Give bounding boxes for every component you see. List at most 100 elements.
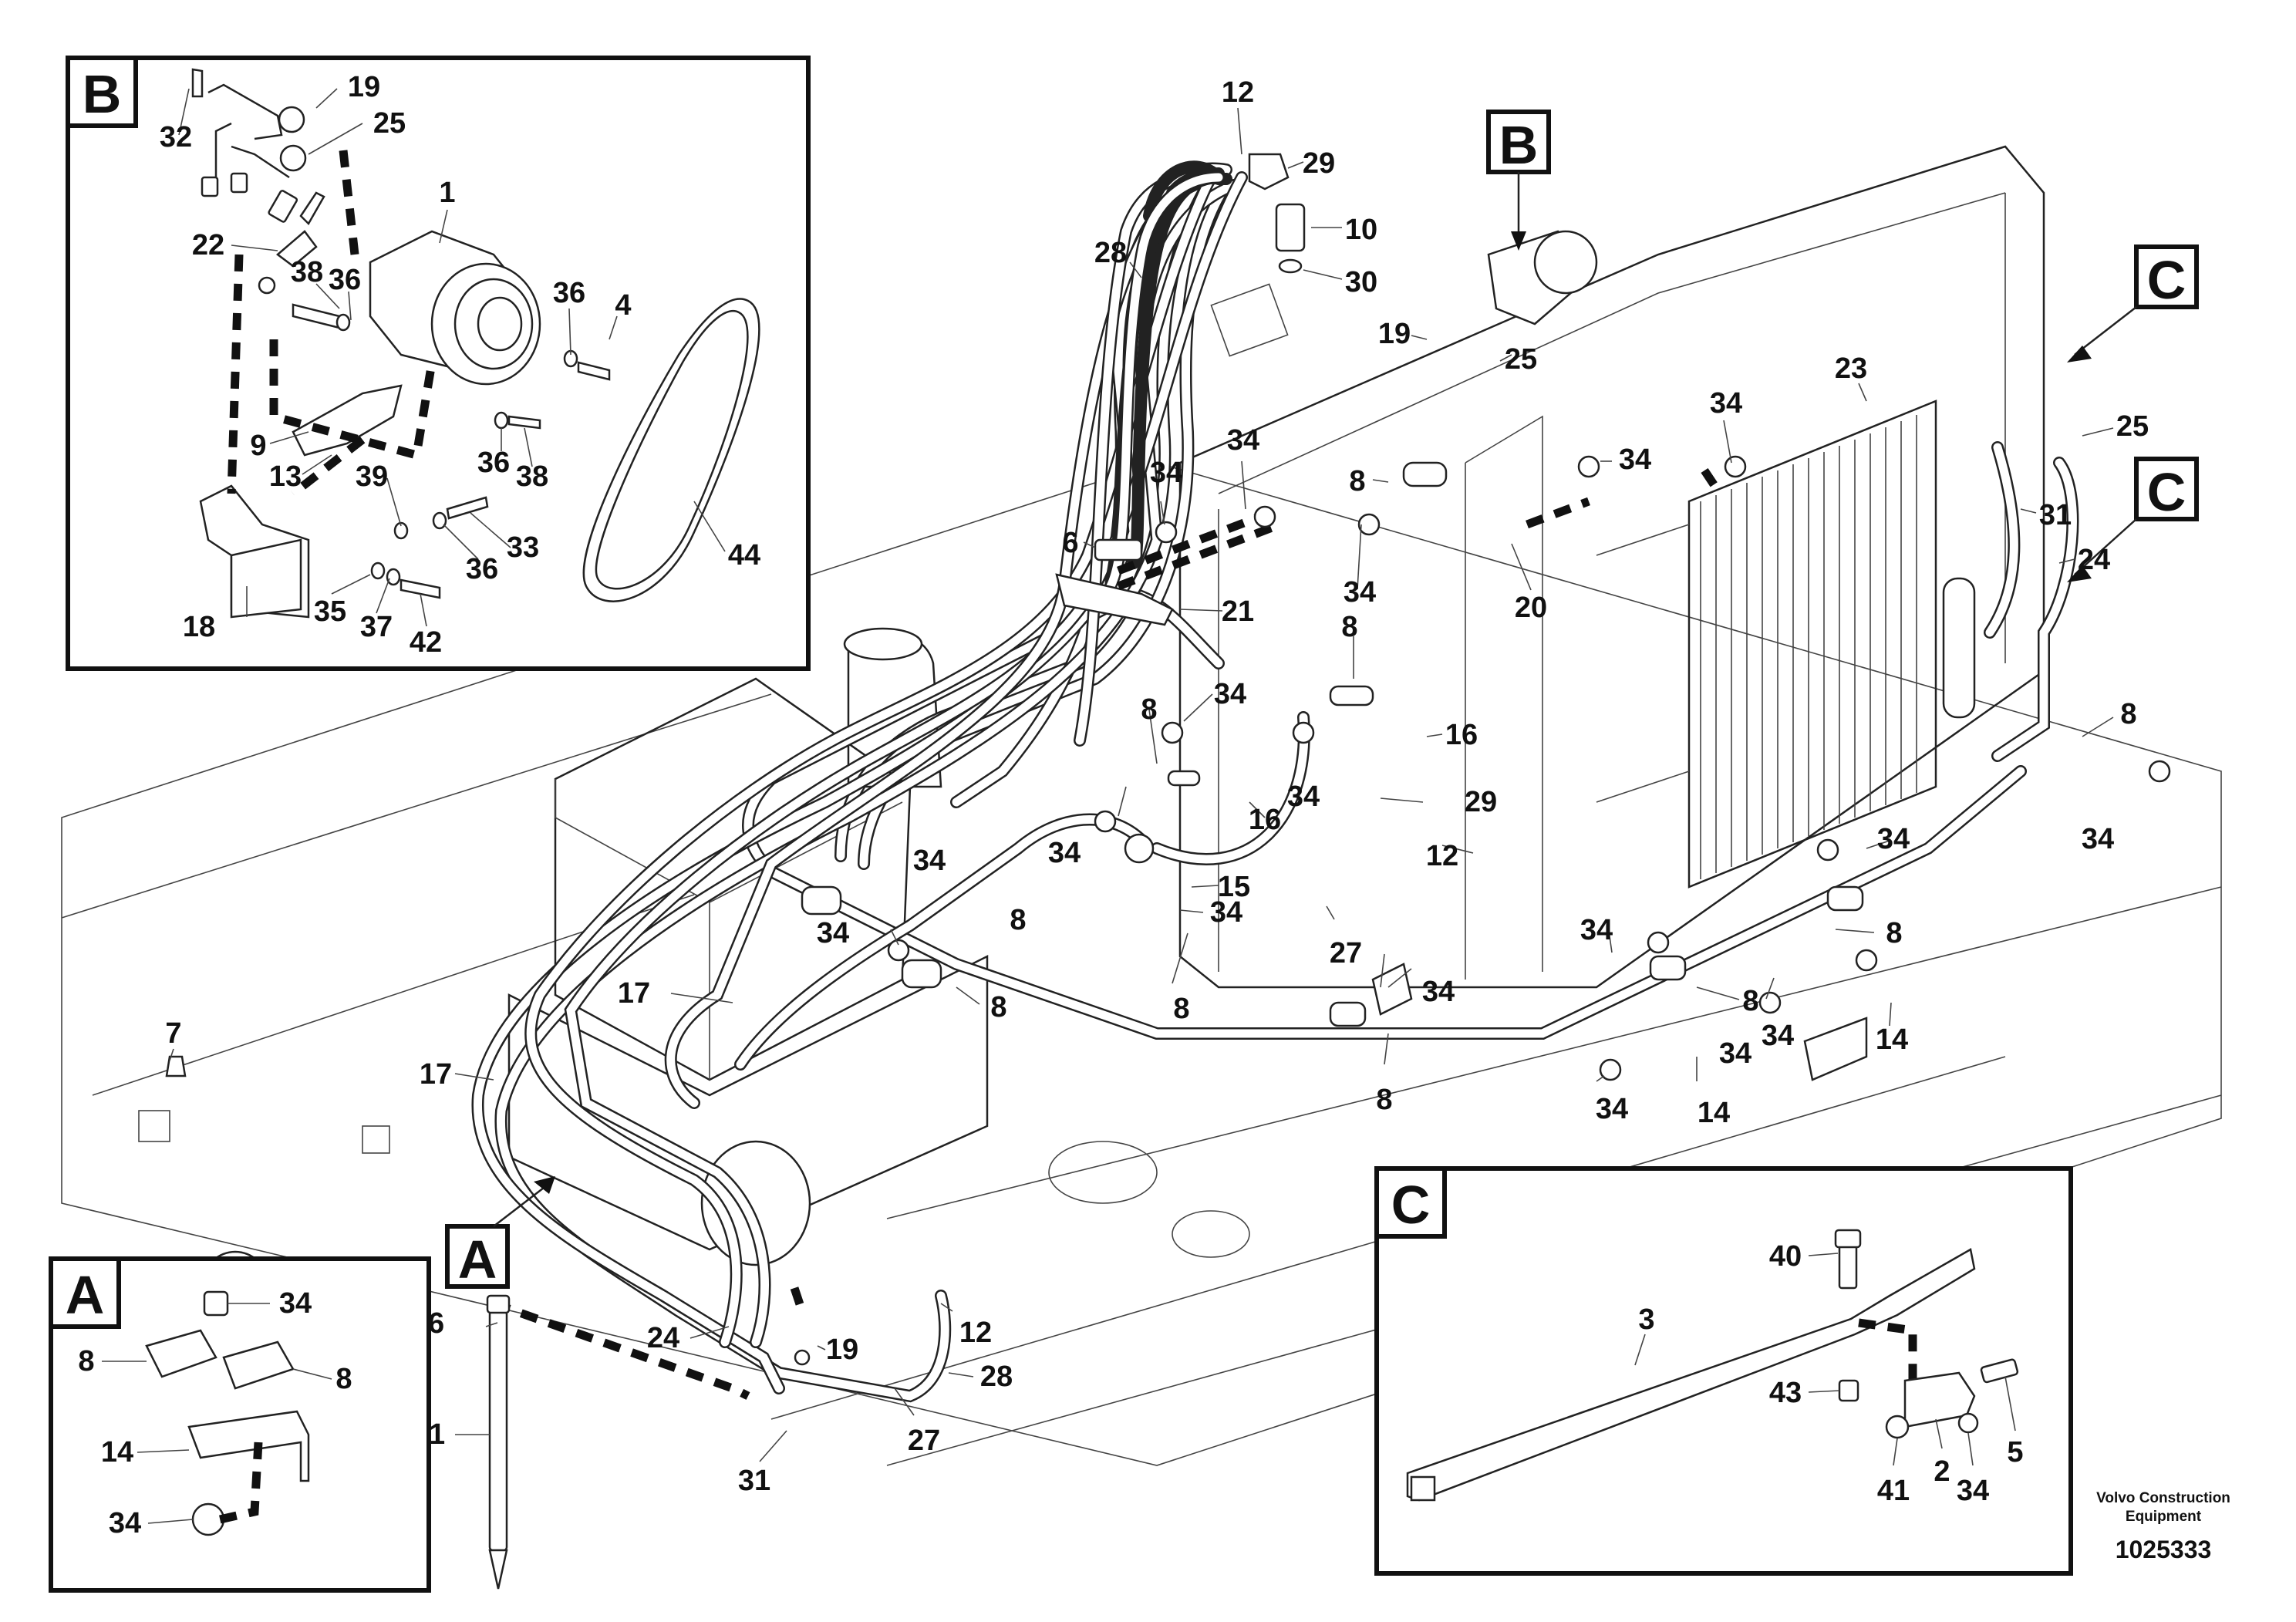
inset-b-callout-13: 13 <box>269 460 302 493</box>
callout-34-d: 34 <box>1150 457 1182 489</box>
inset-b-label: B <box>83 64 122 124</box>
callout-10: 10 <box>1345 214 1377 246</box>
inset-b: B <box>66 56 811 671</box>
inset-b-callout-32: 32 <box>160 121 192 153</box>
callout-34-a: 34 <box>1710 387 1742 420</box>
box-label-c-mid: C <box>2147 462 2186 522</box>
inset-a-callout-8-left: 8 <box>78 1345 94 1378</box>
callout-34-r: 34 <box>913 845 946 877</box>
callout-34-c: 34 <box>1227 424 1259 457</box>
inset-b-callout-25: 25 <box>373 107 406 140</box>
credit-line-1: Volvo Construction <box>2096 1490 2230 1506</box>
callout-8-b: 8 <box>1341 611 1357 643</box>
callout-34-e: 34 <box>1344 576 1376 609</box>
callout-box-b-main: B <box>1486 110 1551 251</box>
inset-b-callout-18: 18 <box>183 611 215 643</box>
drain-hose-28 <box>1104 171 1225 592</box>
callout-34-q: 34 <box>1877 823 1910 855</box>
callout-7: 7 <box>165 1017 181 1050</box>
callout-34-i: 34 <box>2082 823 2114 855</box>
callout-14-b: 14 <box>1698 1097 1730 1129</box>
fitting-29-10 <box>1248 153 1306 274</box>
inset-c-callout-34: 34 <box>1957 1475 1989 1507</box>
callout-12-low: 12 <box>959 1317 992 1349</box>
box-label-b: B <box>1499 115 1539 175</box>
document-number: 1025333 <box>2116 1536 2212 1563</box>
callout-8-j: 8 <box>1010 904 1026 936</box>
inset-a-callout-34-top: 34 <box>279 1287 312 1320</box>
callout-28-top: 28 <box>1094 237 1127 269</box>
main-callouts: 12 29 10 30 28 19 25 23 25 34 34 34 34 8… <box>165 76 2149 1497</box>
callout-19-mid: 19 <box>1378 318 1411 350</box>
callout-8-d: 8 <box>2120 698 2136 730</box>
callout-box-a-main: A <box>445 1176 555 1290</box>
callout-box-c-mid: C <box>2067 457 2199 582</box>
condenser <box>1596 400 1976 889</box>
callout-34-b: 34 <box>1619 443 1651 476</box>
inset-c-callout-5: 5 <box>2007 1436 2023 1469</box>
inset-b-callout-42: 42 <box>410 626 442 659</box>
inset-b-callout-9: 9 <box>250 430 266 462</box>
callout-19-low: 19 <box>826 1334 858 1366</box>
callout-34-h: 34 <box>1048 837 1081 869</box>
callout-16-b: 16 <box>1249 804 1281 836</box>
inset-b-callout-36-a: 36 <box>329 264 361 296</box>
callout-8-c: 8 <box>1141 693 1157 726</box>
inset-b-callout-4: 4 <box>615 289 631 322</box>
callout-8-e: 8 <box>1173 993 1189 1025</box>
callout-8-h: 8 <box>1742 985 1758 1017</box>
ac-hoses <box>471 160 2079 1403</box>
inset-c-callout-40: 40 <box>1769 1240 1802 1273</box>
callout-34-j: 34 <box>1210 896 1242 929</box>
inset-a-callout-34-bottom: 34 <box>109 1507 141 1539</box>
callout-34-g: 34 <box>1287 781 1320 813</box>
inset-b-callout-37: 37 <box>360 611 393 643</box>
callout-8-a: 8 <box>1349 465 1365 497</box>
callout-27-mid: 27 <box>1330 937 1362 969</box>
callout-20: 20 <box>1515 592 1547 624</box>
inset-b-callout-38-a: 38 <box>291 256 323 288</box>
callout-27-low: 27 <box>908 1425 940 1457</box>
inset-a: A 34 8 8 14 34 <box>49 1256 431 1593</box>
callout-30: 30 <box>1345 266 1377 298</box>
callout-34-k: 34 <box>817 917 849 949</box>
compressor-main <box>1487 230 1598 325</box>
callout-34-n: 34 <box>1762 1020 1794 1052</box>
footer: Volvo Construction Equipment 1025333 <box>2096 1490 2230 1563</box>
callout-34-p: 34 <box>1719 1037 1752 1070</box>
inset-b-callout-35: 35 <box>314 595 346 628</box>
callout-29-top: 29 <box>1303 147 1335 180</box>
inset-b-callout-39: 39 <box>356 460 388 493</box>
inset-b-callout-19: 19 <box>348 71 380 103</box>
inset-a-callout-8-right: 8 <box>335 1363 352 1395</box>
inset-c-callout-2: 2 <box>1934 1455 1950 1488</box>
callout-23: 23 <box>1835 352 1867 385</box>
inset-c-callout-41: 41 <box>1877 1475 1910 1507</box>
dashed-leaders-main <box>492 467 1724 1400</box>
callout-34-l: 34 <box>1422 976 1455 1008</box>
inset-c-callout-3: 3 <box>1638 1303 1654 1336</box>
callout-25-mid: 25 <box>1505 343 1537 376</box>
callout-24-low: 24 <box>647 1322 679 1354</box>
inset-a-label: A <box>66 1265 105 1325</box>
inset-b-callout-38-b: 38 <box>516 460 548 493</box>
callout-24-right: 24 <box>2078 544 2110 576</box>
callout-31-right: 31 <box>2039 499 2072 531</box>
inset-b-callout-36-d: 36 <box>466 553 498 585</box>
inset-a-callout-14: 14 <box>101 1436 133 1469</box>
drain-pipe-11 <box>486 1294 511 1590</box>
callout-34-o: 34 <box>1596 1093 1628 1125</box>
inset-b-callout-36-b: 36 <box>553 277 585 309</box>
callout-29-mid: 29 <box>1465 786 1497 818</box>
inset-c: C 40 3 43 41 2 34 5 <box>1374 1166 2073 1576</box>
callout-17-b: 17 <box>420 1058 452 1091</box>
box-label-a: A <box>458 1229 497 1290</box>
credit-line-2: Equipment <box>2126 1509 2202 1525</box>
callout-12-mid: 12 <box>1426 840 1458 872</box>
callout-8-f: 8 <box>1886 917 1902 949</box>
callout-34-f: 34 <box>1214 678 1246 710</box>
inset-c-callout-43: 43 <box>1769 1377 1802 1409</box>
callout-17-a: 17 <box>618 977 650 1010</box>
callout-25-right: 25 <box>2116 410 2149 443</box>
